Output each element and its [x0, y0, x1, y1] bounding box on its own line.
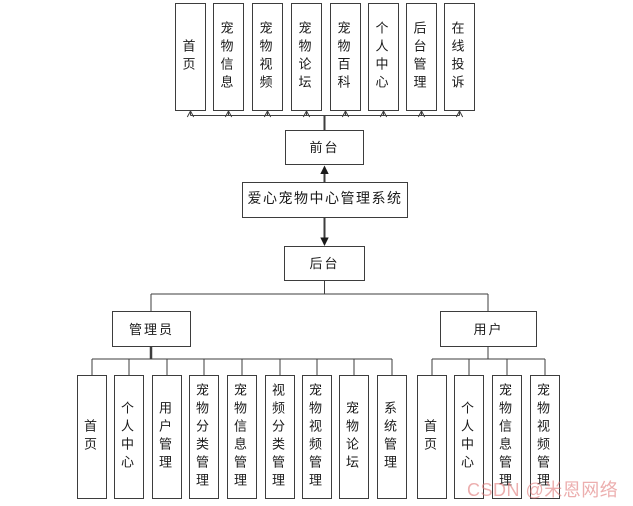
front-module-pet-info: 宠物信息	[213, 3, 244, 111]
admin-role-node: 管理员	[112, 311, 191, 347]
user-module-pet-video-management: 宠物视频管理	[530, 375, 560, 499]
user-tree-lines	[431, 347, 546, 375]
user-module-personal-center: 个人中心	[454, 375, 484, 499]
system-title-node: 爱心宠物中心管理系统	[242, 182, 408, 218]
frontend-node: 前台	[285, 130, 364, 165]
front-module-pet-video: 宠物视频	[252, 3, 283, 111]
arrow-down-icon	[320, 237, 329, 246]
user-module-home: 首页	[417, 375, 447, 499]
front-module-online-complaint: 在线投诉	[444, 3, 475, 111]
user-module-pet-info-management: 宠物信息管理	[492, 375, 522, 499]
user-role-node: 用户	[440, 311, 537, 347]
admin-module-system-management: 系统管理	[377, 375, 407, 499]
arrow-up-icons-top-row	[186, 110, 464, 118]
admin-module-user-management: 用户管理	[152, 375, 182, 499]
admin-module-personal-center: 个人中心	[114, 375, 144, 499]
arrow-up-icon	[320, 165, 329, 174]
front-module-pet-forum: 宠物论坛	[291, 3, 322, 111]
admin-module-home: 首页	[77, 375, 107, 499]
front-module-personal-center: 个人中心	[368, 3, 399, 111]
watermark: CSDN @米恩网络	[467, 480, 619, 500]
admin-module-pet-category-management: 宠物分类管理	[189, 375, 219, 499]
admin-module-pet-video-management: 宠物视频管理	[302, 375, 332, 499]
admin-module-pet-forum: 宠物论坛	[339, 375, 369, 499]
backend-node: 后台	[284, 246, 365, 281]
admin-module-video-category-management: 视频分类管理	[265, 375, 295, 499]
front-module-home: 首页	[175, 3, 206, 111]
back-tree-lines	[150, 281, 489, 311]
front-module-admin-panel: 后台管理	[406, 3, 437, 111]
admin-tree-lines	[91, 358, 393, 375]
admin-module-pet-info-management: 宠物信息管理	[227, 375, 257, 499]
front-module-pet-wiki: 宠物百科	[330, 3, 361, 111]
